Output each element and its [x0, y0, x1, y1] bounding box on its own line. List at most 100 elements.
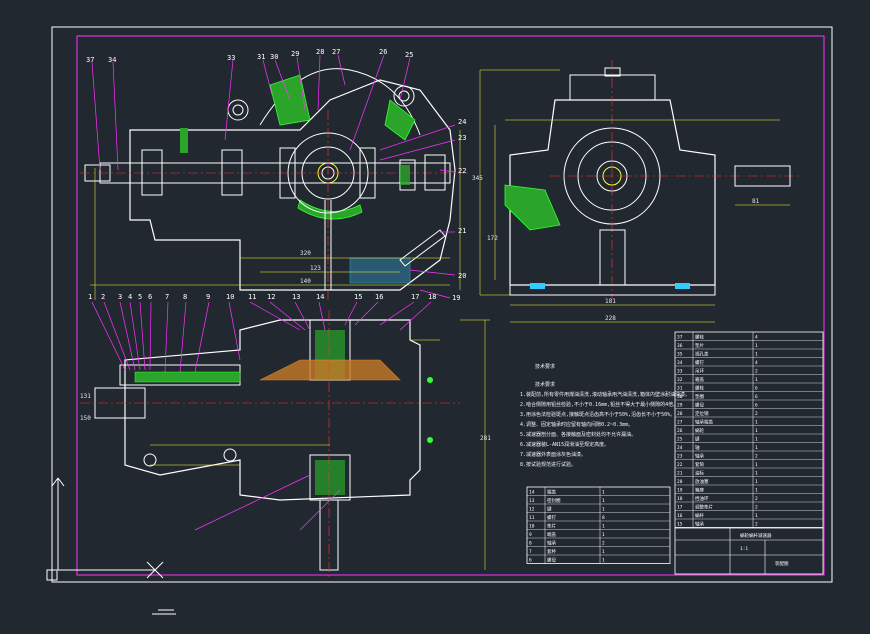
balloon-27: 27 — [332, 48, 340, 56]
bom-cell-name: 箱座 — [695, 487, 704, 494]
bom-cell-qty: 1 — [755, 420, 758, 426]
bom-cell-no: 8 — [529, 541, 532, 547]
bom-cell-name: 螺母 — [547, 557, 556, 564]
bom-cell-no: 24 — [677, 445, 683, 451]
dim-side-base-outer: 228 — [605, 315, 616, 322]
bom-frame — [674, 331, 824, 528]
bom-cell-name: 螺栓 — [695, 385, 704, 392]
balloon-21: 21 — [458, 227, 466, 235]
bom-cell-name: 垫圈 — [695, 393, 704, 400]
bom-cell-name: 垫片 — [547, 523, 556, 530]
balloon-6: 6 — [148, 293, 152, 301]
leader-lines-main — [91, 54, 456, 299]
bom-cell-qty: 1 — [602, 498, 605, 504]
balloon-16: 16 — [375, 293, 383, 301]
bom-cell-no: 10 — [529, 524, 535, 530]
bom-cell-name: 轴承 — [695, 521, 704, 528]
bom-cell-name: 放油塞 — [695, 478, 709, 485]
bom-cell-qty: 1 — [755, 471, 758, 477]
dim-plan-side-a: 131 — [80, 393, 91, 400]
title-drawing-no: 装配图 — [775, 560, 789, 567]
bom-cell-no: 25 — [677, 437, 683, 443]
bom-cell-name: 蜗轮 — [695, 427, 704, 434]
bom-cell-name: 螺钉 — [695, 359, 704, 366]
bom-cell-qty: 8 — [602, 515, 605, 521]
bom-cell-name: 蜗杆 — [695, 512, 704, 519]
balloon-23: 23 — [458, 134, 466, 142]
ucs-icon — [46, 477, 176, 615]
balloon-19: 19 — [452, 294, 460, 302]
bom-cell-qty: 2 — [755, 496, 758, 502]
dim-main-320: 320 — [300, 250, 311, 257]
balloon-7: 7 — [165, 293, 169, 301]
bom-cell-name: 箱盖 — [695, 376, 704, 383]
title-name: 蜗轮蜗杆减速器 — [740, 532, 772, 539]
balloon-13: 13 — [292, 293, 300, 301]
bom-cell-name: 键 — [695, 436, 700, 443]
balloon-22: 22 — [458, 167, 466, 175]
balloon-24: 24 — [458, 118, 466, 126]
bom-cell-no: 17 — [677, 505, 683, 511]
bom-cell-qty: 2 — [755, 505, 758, 511]
bom-cell-qty: 1 — [602, 490, 605, 496]
leader-lines-plan — [91, 301, 432, 531]
bom-cell-no: 35 — [677, 352, 683, 358]
bom-cell-no: 34 — [677, 360, 683, 366]
note-line-2: 2.啮合侧隙用铅丝检验,不小于0.16mm,铅丝不得大于最小侧隙的4倍。 — [520, 401, 678, 408]
dim-side-base-inner: 181 — [605, 298, 616, 305]
dim-main-140: 140 — [300, 278, 311, 285]
bom-cell-no: 33 — [677, 369, 683, 375]
balloons-top: 37 34 33 31 30 29 28 27 26 25 — [86, 48, 413, 64]
bom-cell-name: 垫片 — [695, 342, 704, 349]
note-line-1: 1.装配前,所有零件用煤油清洗,滚动轴承用汽油清洗,箱体内壁涂耐油油漆。 — [520, 391, 690, 398]
bom-cell-no: 30 — [677, 394, 683, 400]
bom-cell-no: 37 — [677, 335, 683, 341]
plan-view — [80, 310, 490, 580]
technical-notes: 技术要求 技术要求 1.装配前,所有零件用煤油清洗,滚动轴承用汽油清洗,箱体内壁… — [520, 363, 690, 468]
bom-cell-name: 调整垫片 — [695, 504, 713, 511]
balloon-11: 11 — [248, 293, 256, 301]
balloons-bottom-row: 1 2 3 4 5 6 7 8 9 10 11 12 13 14 15 16 1… — [88, 293, 436, 301]
note-line-8: 8.按试验规范进行试验。 — [520, 461, 576, 468]
bom-cell-qty: 4 — [755, 335, 758, 341]
bom-cell-no: 15 — [677, 522, 683, 528]
balloon-5: 5 — [138, 293, 142, 301]
bom-cell-qty: 6 — [755, 394, 758, 400]
bom-cell-no: 12 — [529, 507, 535, 513]
bom-cell-no: 20 — [677, 479, 683, 485]
bom-cell-name: 端盖 — [547, 489, 556, 496]
inner-frame — [76, 35, 825, 576]
balloon-9: 9 — [206, 293, 210, 301]
bom-cell-qty: 6 — [755, 386, 758, 392]
bom-cell-qty: 2 — [755, 522, 758, 528]
balloon-25: 25 — [405, 51, 413, 59]
balloon-37: 37 — [86, 56, 94, 64]
bom-cell-name: 套杯 — [547, 548, 556, 555]
bom-cell-qty: 1 — [755, 488, 758, 494]
balloon-34: 34 — [108, 56, 116, 64]
bom-cell-name: 螺栓 — [695, 334, 704, 341]
balloon-33: 33 — [227, 54, 235, 62]
bom-cell-no: 6 — [529, 558, 532, 564]
dim-side-mid: 172 — [487, 235, 498, 242]
note-line-7: 7.减速器外表面涂灰色油漆。 — [520, 451, 586, 458]
bom-cell-name: 端盖 — [547, 531, 556, 538]
bom-cell-qty: 1 — [755, 377, 758, 383]
dim-side-height: 345 — [472, 175, 483, 182]
bom-cell-qty: 1 — [602, 507, 605, 513]
balloons-right: 24 23 22 21 20 19 — [452, 118, 466, 302]
bom-cell-qty: 2 — [602, 541, 605, 547]
note-line-6: 6.减速器装L-AN15润滑油至规定高度。 — [520, 441, 609, 448]
note-line-3: 3.用涂色法检验斑点,接触斑点沿齿高不小于50%,沿齿长不小于50%。 — [520, 411, 675, 418]
bom-cell-no: 28 — [677, 411, 683, 417]
bom-cell-no: 36 — [677, 343, 683, 349]
note-line-4: 4.调整、固定轴承时应留有轴向间隙0.2~0.3mm。 — [520, 421, 633, 428]
bom-cell-qty: 1 — [755, 462, 758, 468]
bom-cell-qty: 1 — [755, 479, 758, 485]
note-line-5: 5.减速器剖分面、各接触面及密封处均不允许漏油。 — [520, 431, 636, 438]
bom-cell-qty: 2 — [755, 411, 758, 417]
bom-cell-qty: 1 — [755, 513, 758, 519]
bom-cell-no: 14 — [529, 490, 535, 496]
